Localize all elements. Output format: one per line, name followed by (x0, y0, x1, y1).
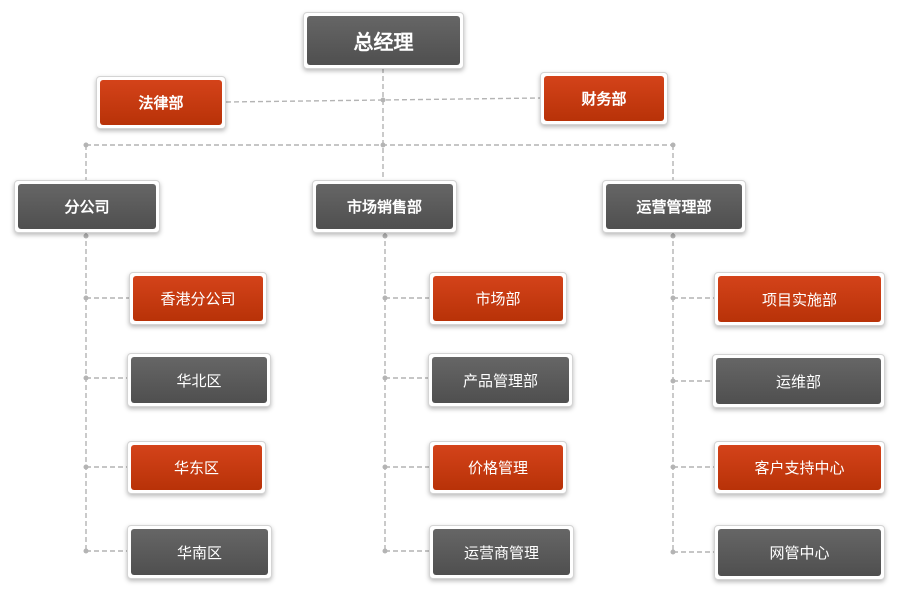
node-finance-dept[interactable]: 财务部 (540, 72, 668, 125)
connector-dot (83, 375, 89, 381)
node-unit[interactable]: 项目实施部 (714, 272, 885, 326)
connector-dot (380, 142, 386, 148)
node-unit[interactable]: 香港分公司 (129, 272, 267, 325)
connector-dot (83, 464, 89, 470)
node-general-manager[interactable]: 总经理 (303, 12, 464, 69)
node-label: 市场销售部 (316, 184, 453, 229)
node-unit[interactable]: 客户支持中心 (714, 441, 885, 494)
node-unit[interactable]: 华南区 (127, 525, 272, 579)
node-label: 运营管理部 (606, 184, 742, 229)
node-division-1[interactable]: 分公司 (14, 180, 160, 233)
node-unit[interactable]: 华东区 (127, 441, 266, 494)
node-unit[interactable]: 价格管理 (429, 441, 567, 494)
node-label: 市场部 (433, 276, 563, 321)
node-label: 运维部 (716, 358, 881, 404)
node-unit[interactable]: 网管中心 (714, 525, 885, 580)
connector-dot (382, 233, 388, 239)
connector-dot (382, 375, 388, 381)
node-label: 香港分公司 (133, 276, 263, 321)
node-label: 运营商管理 (433, 529, 570, 575)
connector-dot (670, 549, 676, 555)
node-label: 财务部 (544, 76, 664, 121)
node-label: 华东区 (131, 445, 262, 490)
node-label: 客户支持中心 (718, 445, 881, 490)
node-division-2[interactable]: 市场销售部 (312, 180, 457, 233)
connector-dot (83, 142, 89, 148)
connector-dot (670, 142, 676, 148)
node-label: 价格管理 (433, 445, 563, 490)
node-division-3[interactable]: 运营管理部 (602, 180, 746, 233)
node-label: 法律部 (100, 80, 222, 125)
connector-dot (670, 464, 676, 470)
node-label: 产品管理部 (432, 357, 569, 403)
node-legal-dept[interactable]: 法律部 (96, 76, 226, 129)
connector-dot (380, 97, 386, 103)
node-label: 华南区 (131, 529, 268, 575)
connector-dot (670, 378, 676, 384)
connector-dot (670, 233, 676, 239)
node-unit[interactable]: 运营商管理 (429, 525, 574, 579)
connector-dot (83, 548, 89, 554)
connector-staff (225, 97, 541, 103)
node-label: 网管中心 (718, 529, 881, 576)
node-label: 华北区 (131, 357, 267, 403)
connector-dot (382, 295, 388, 301)
node-label: 总经理 (307, 16, 460, 65)
node-unit[interactable]: 产品管理部 (428, 353, 573, 407)
node-unit[interactable]: 华北区 (127, 353, 271, 407)
connector-dot (83, 295, 89, 301)
node-unit[interactable]: 市场部 (429, 272, 567, 325)
connector-dot (83, 233, 89, 239)
node-label: 分公司 (18, 184, 156, 229)
node-unit[interactable]: 运维部 (712, 354, 885, 408)
connector-dot (382, 548, 388, 554)
node-label: 项目实施部 (718, 276, 881, 322)
connector-dot (670, 295, 676, 301)
connector-dot (382, 464, 388, 470)
